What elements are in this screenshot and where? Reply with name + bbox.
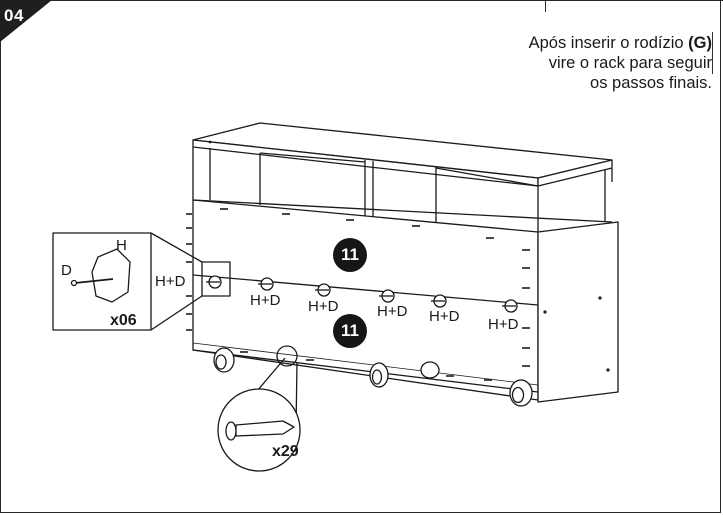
hardware-label-d: D <box>61 262 72 279</box>
step-number: 04 <box>4 6 24 25</box>
casters <box>213 347 533 407</box>
fastener-label: H+D <box>308 298 339 315</box>
nail-quantity: x29 <box>272 443 299 460</box>
part-marker-lower: 11 <box>333 314 367 348</box>
top-border <box>0 0 723 1</box>
hardware-quantity: x06 <box>110 312 137 329</box>
instruction-bar <box>712 32 714 74</box>
fastener-label: H+D <box>155 273 186 290</box>
hardware-label-h: H <box>116 237 127 254</box>
fastener-label: H+D <box>377 303 408 320</box>
side-holes <box>208 140 610 372</box>
step-badge <box>0 0 52 42</box>
instruction-line-1-text: Após inserir o rodízio <box>528 34 689 52</box>
hardware-detail-box <box>52 232 231 331</box>
fastener-label: H+D <box>429 308 460 325</box>
instruction-line-3: os passos finais. <box>590 74 712 92</box>
instruction-text: Após inserir o rodízio (G) vire o rack p… <box>529 33 712 93</box>
nail-detail-circle <box>217 345 301 472</box>
fastener-label: H+D <box>488 316 519 333</box>
connector-fittings <box>206 275 518 313</box>
fastener-label: H+D <box>250 292 281 309</box>
rack-top-hutch <box>192 122 613 232</box>
header-divider <box>545 0 546 12</box>
instruction-line-1: Após inserir o rodízio (G) <box>529 33 712 53</box>
instruction-line-2: vire o rack para seguir <box>548 54 712 72</box>
part-marker-upper: 11 <box>333 238 367 272</box>
instruction-part-ref: (G) <box>688 34 712 52</box>
